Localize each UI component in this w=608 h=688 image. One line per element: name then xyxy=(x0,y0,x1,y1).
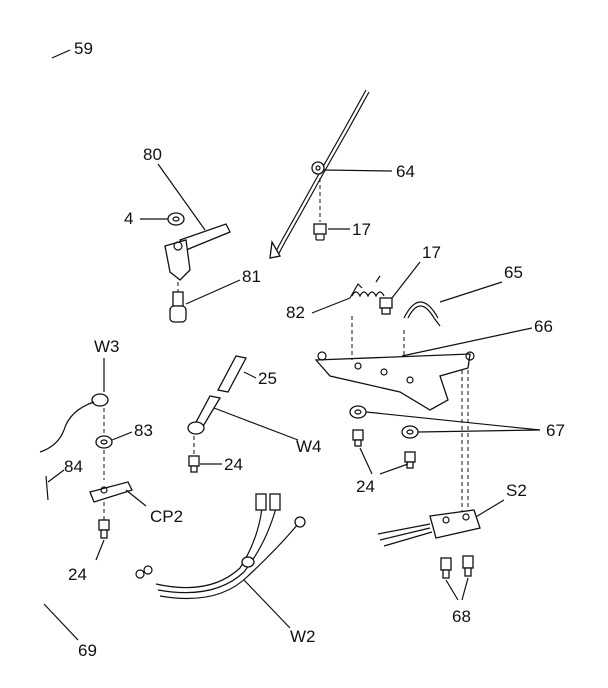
spacer-67a xyxy=(349,405,367,419)
leader-CP2 xyxy=(125,489,147,507)
callout-25: 25 xyxy=(258,369,277,388)
switch-S2 xyxy=(377,509,481,547)
callout-65: 65 xyxy=(504,263,523,282)
callout-4: 4 xyxy=(124,209,133,228)
leader-24c xyxy=(95,539,105,561)
callout-84: 84 xyxy=(64,457,83,476)
leader-17b xyxy=(391,261,421,299)
cable-64 xyxy=(269,89,370,259)
wire-84 xyxy=(45,475,49,501)
leader-W4 xyxy=(213,407,299,441)
callout-S2: S2 xyxy=(506,481,527,500)
callout-17a: 17 xyxy=(352,220,371,239)
callout-24b: 24 xyxy=(356,477,375,496)
leader-59 xyxy=(51,49,71,59)
wire-W3 xyxy=(39,393,109,453)
leader-25 xyxy=(243,371,257,379)
clip-65 xyxy=(403,301,441,327)
leader-68b xyxy=(461,577,469,601)
callout-24a: 24 xyxy=(224,455,243,474)
callout-67: 67 xyxy=(546,421,565,440)
screw-24b-right xyxy=(404,451,416,469)
leader-64 xyxy=(323,169,393,172)
callout-83: 83 xyxy=(134,421,153,440)
pin-81 xyxy=(169,291,187,323)
screw-17b xyxy=(379,297,393,315)
callout-24c: 24 xyxy=(68,565,87,584)
leader-67b xyxy=(417,429,541,433)
leader-65 xyxy=(439,281,503,303)
leader-67a xyxy=(365,411,541,431)
screw-68b xyxy=(462,555,474,577)
leader-24b-b xyxy=(379,463,409,475)
leader-82 xyxy=(311,297,351,314)
callout-64: 64 xyxy=(396,162,415,181)
callout-59: 59 xyxy=(74,39,93,58)
tube-25 xyxy=(217,355,247,393)
callout-CP2: CP2 xyxy=(150,507,183,526)
screw-24c xyxy=(98,519,110,539)
callout-W3: W3 xyxy=(94,337,120,356)
spacer-67b xyxy=(401,425,419,439)
callout-82: 82 xyxy=(286,303,305,322)
leader-66 xyxy=(401,327,533,357)
callout-W4: W4 xyxy=(296,437,322,456)
clamp-CP2 xyxy=(89,481,133,503)
bracket-66 xyxy=(314,351,475,411)
callout-80: 80 xyxy=(143,145,162,164)
callout-68: 68 xyxy=(452,607,471,626)
washer-83 xyxy=(95,435,113,449)
screw-68a xyxy=(440,557,452,579)
leader-83 xyxy=(111,431,133,441)
callout-66: 66 xyxy=(534,317,553,336)
leader-69 xyxy=(43,603,79,641)
spring-82 xyxy=(349,275,385,299)
callout-17b: 17 xyxy=(422,243,441,262)
leader-W2 xyxy=(243,579,291,629)
leader-84 xyxy=(47,469,65,483)
callout-69: 69 xyxy=(78,641,97,660)
screw-17a xyxy=(313,223,327,241)
callout-81: 81 xyxy=(242,267,261,286)
harness-W2 xyxy=(135,493,306,600)
leader-S2 xyxy=(473,499,505,519)
leader-24b-a xyxy=(359,447,373,475)
lever-80 xyxy=(164,223,231,281)
screw-24a xyxy=(188,455,200,473)
leader-68a xyxy=(445,579,459,601)
wire-W4 xyxy=(187,395,222,435)
leader-80 xyxy=(157,163,206,231)
screw-24b-left xyxy=(352,429,364,447)
callout-W2: W2 xyxy=(290,627,316,646)
leader-81 xyxy=(185,279,241,305)
washer-4 xyxy=(167,212,185,226)
